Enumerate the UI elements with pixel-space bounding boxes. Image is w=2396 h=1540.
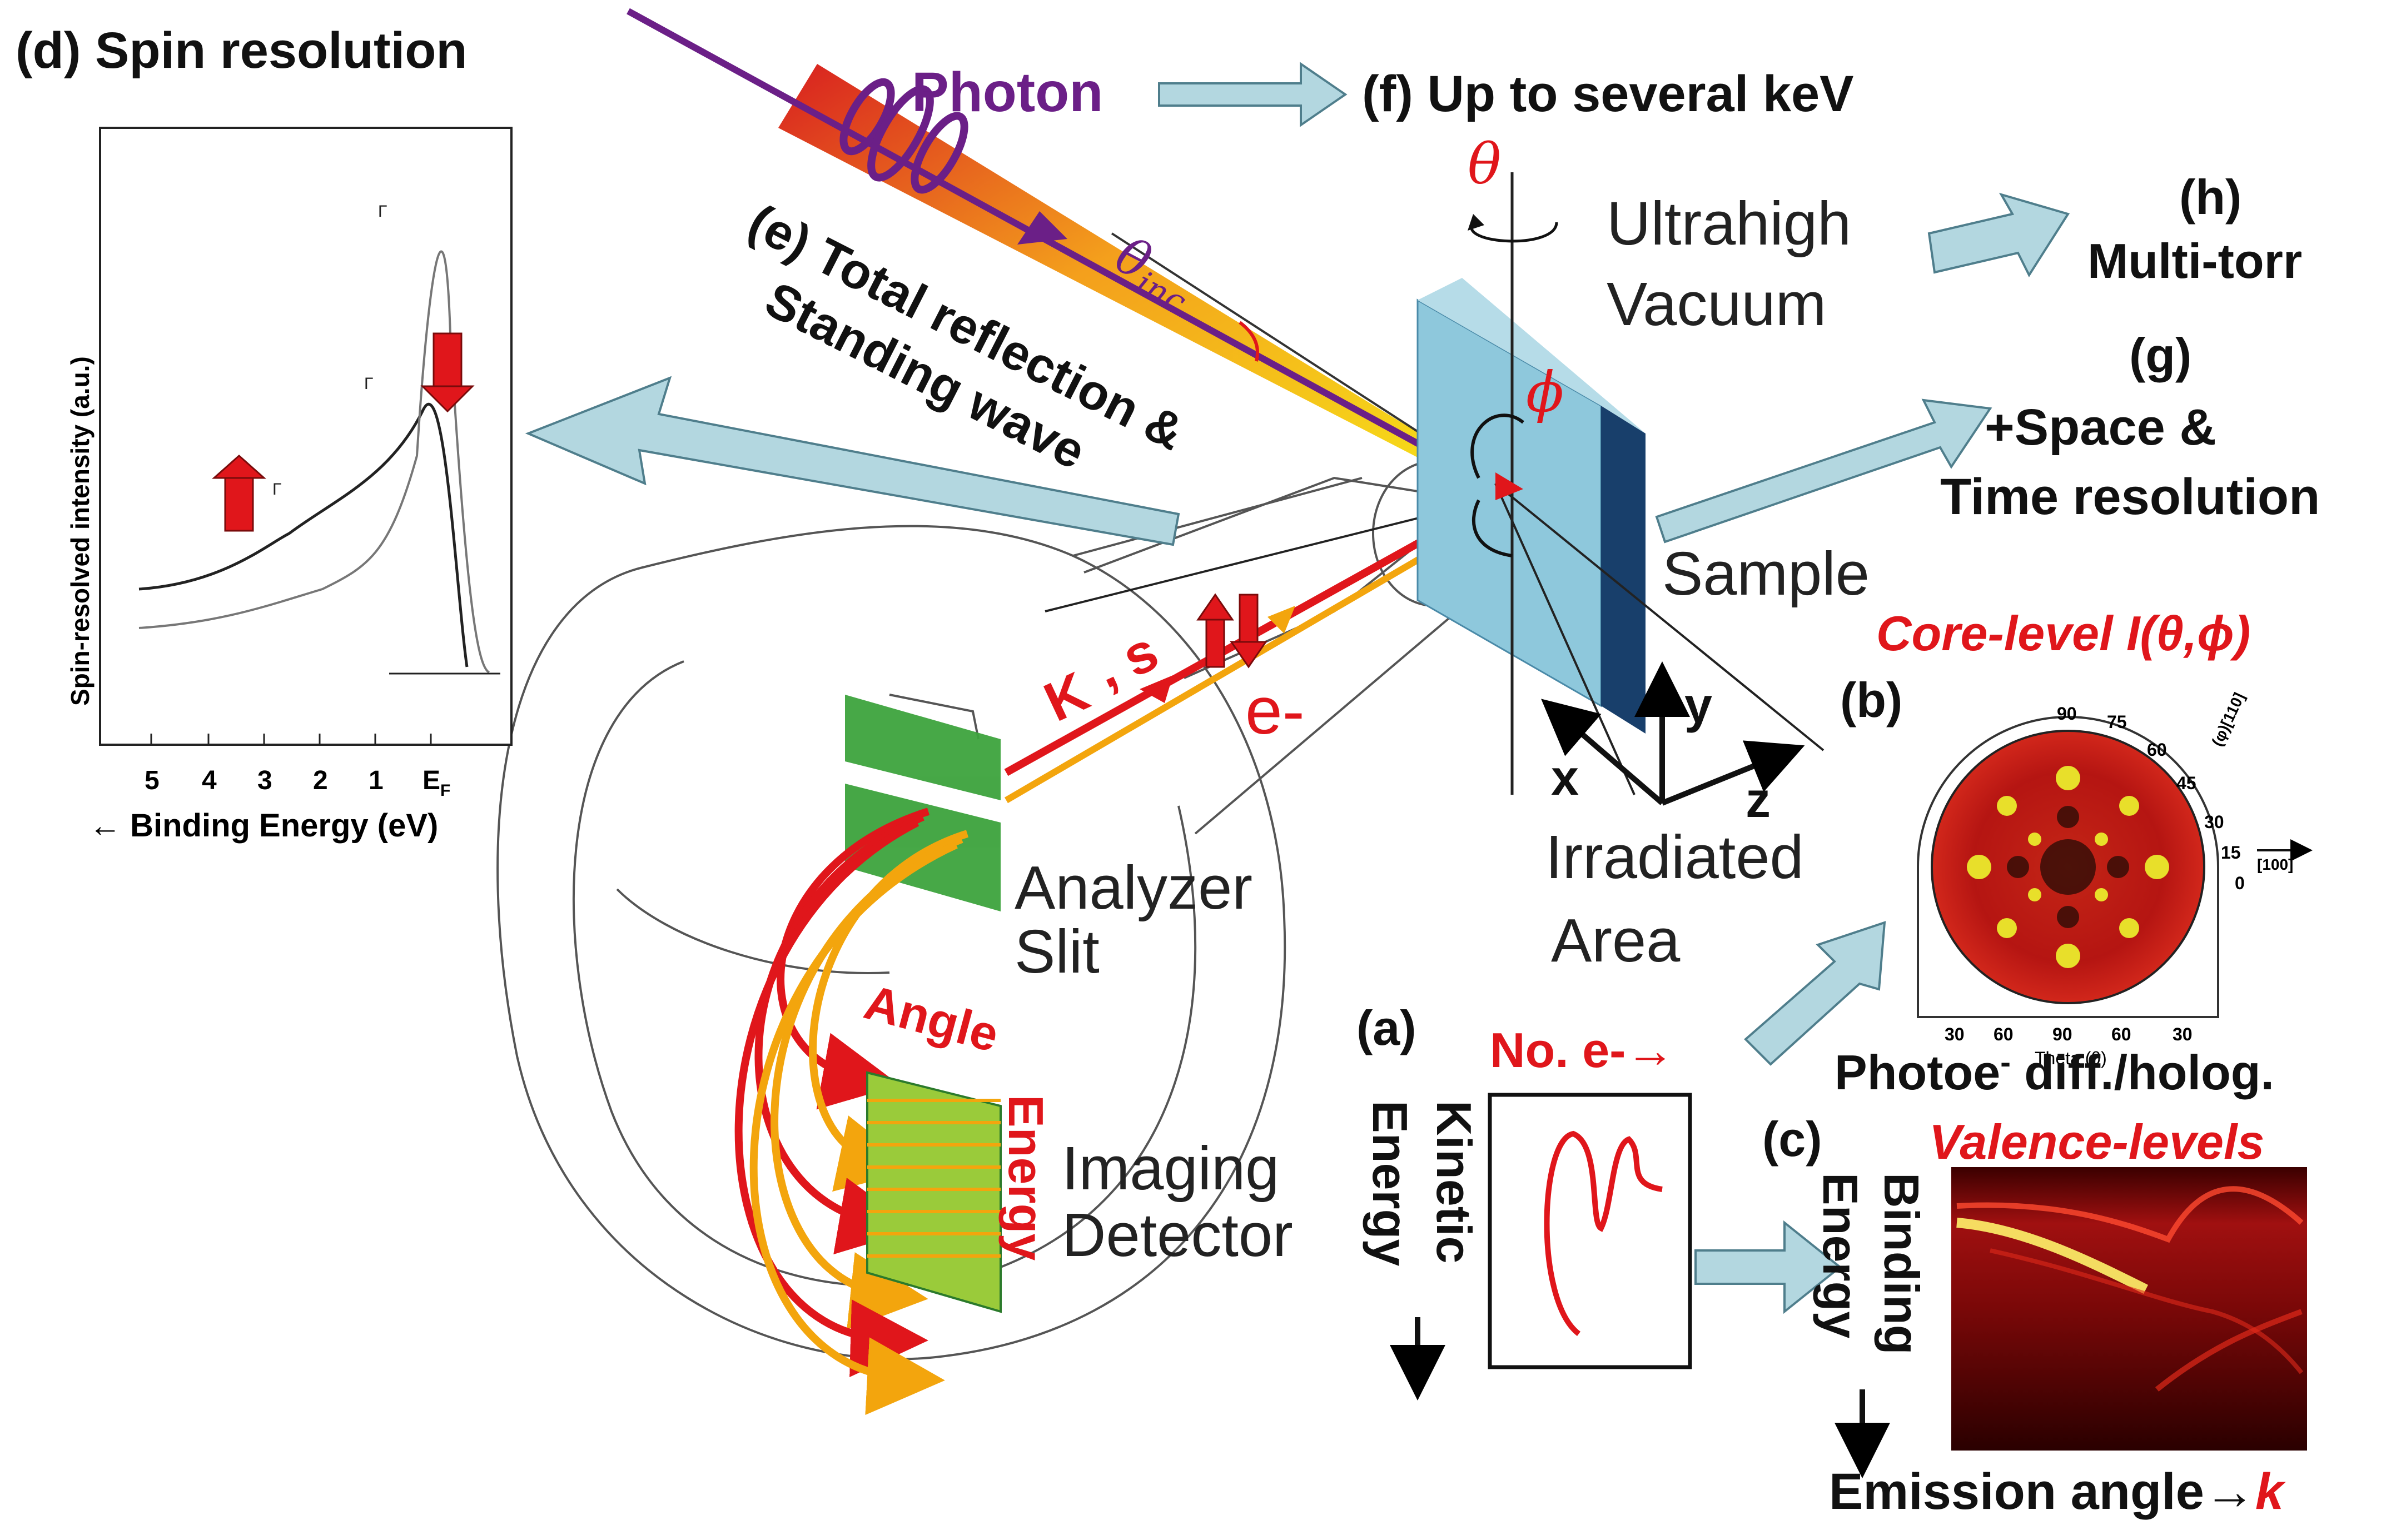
core-level-label: Core-level I(θ,ϕ) — [1876, 606, 2250, 661]
spin-peak-1: Γ — [378, 202, 387, 221]
binding-2: Energy — [1813, 1173, 1868, 1338]
arrow-to-b — [1744, 921, 1886, 1066]
irradiated-2: Area — [1551, 906, 1681, 975]
axis-z-label: z — [1746, 773, 1771, 828]
imaging-2: Detector — [1062, 1201, 1293, 1269]
photon-wave-icon — [839, 78, 968, 194]
polar-dir-100: [100] — [2257, 856, 2293, 873]
photon-label: Photon — [912, 61, 1103, 123]
polar-phi-15: 15 — [2221, 843, 2241, 863]
uhv-label-2: Vacuum — [1607, 270, 1826, 338]
b-label: (b) — [1840, 672, 1902, 727]
analyzer-1: Analyzer — [1015, 854, 1252, 922]
spin-tick-5: 5 — [145, 766, 160, 795]
spin-tick-ef: EF — [422, 766, 450, 800]
polar-theta-60a: 60 — [1994, 1024, 2014, 1044]
valence-label: Valence-levels — [1929, 1114, 2264, 1169]
polar-phi-90: 90 — [2057, 704, 2077, 724]
axes-icon — [1541, 661, 1805, 806]
arrow-to-g — [1655, 398, 1992, 544]
s-vector-label: s — [1113, 620, 1167, 689]
g-label: (g) — [2129, 328, 2191, 383]
h-text: Multi-torr — [2087, 233, 2302, 288]
spin-xlabel: ← Binding Energy (eV) — [89, 808, 438, 844]
g-text-2: Time resolution — [1940, 469, 2320, 525]
spin-plot: 5 4 3 2 1 EF Γ Γ Γ Spin-resolved intensi… — [66, 127, 513, 844]
sample-label: Sample — [1662, 540, 1870, 608]
spin-peak-2: Γ — [364, 375, 374, 393]
uhv-label-1: Ultrahigh — [1607, 190, 1851, 258]
arrow-to-f — [1158, 62, 1348, 127]
spin-arrows-icon — [1196, 593, 1267, 669]
d-spin-label: (d) Spin resolution — [16, 22, 468, 79]
polar-phi-30: 30 — [2204, 812, 2224, 832]
imaging-1: Imaging — [1062, 1134, 1279, 1203]
block-arrows — [525, 62, 2070, 1314]
phi-label: ϕ — [1526, 360, 1564, 425]
f-kev-label: (f) Up to several keV — [1362, 66, 1854, 122]
g-text-1: +Space & — [1985, 399, 2216, 456]
analyzer-slit — [845, 695, 1001, 911]
no-e-label: No. e-→ — [1490, 1023, 1674, 1078]
polar-phi-0: 0 — [2235, 873, 2245, 893]
binding-1: Binding — [1874, 1173, 1929, 1354]
imaging-detector — [866, 1071, 1002, 1313]
kinetic-plot — [1390, 1093, 1692, 1401]
emission-label: Emission angle→k — [1829, 1463, 2286, 1520]
axis-x-label: x — [1551, 750, 1579, 806]
arrow-to-h — [1927, 192, 2070, 278]
spin-tick-3: 3 — [257, 766, 272, 795]
spin-tick-2: 2 — [313, 766, 328, 795]
kinetic-1: Kinetic — [1426, 1100, 1482, 1263]
angle-label: Angle — [859, 974, 1005, 1063]
polar-phi-45: 45 — [2176, 773, 2196, 793]
theta-label: θ — [1468, 132, 1501, 197]
c-label: (c) — [1762, 1112, 1822, 1167]
arrow-to-d — [525, 376, 1180, 546]
valence-image — [1835, 1167, 2307, 1478]
h-label: (h) — [2179, 170, 2241, 225]
polar-phi-75: 75 — [2107, 712, 2127, 732]
e-minus-label: e- — [1245, 674, 1305, 748]
sample-block — [1416, 172, 1825, 795]
polar-theta-60b: 60 — [2111, 1024, 2131, 1044]
analyzer-2: Slit — [1015, 918, 1100, 986]
a-label: (a) — [1356, 1000, 1416, 1055]
polar-plot: 90 75 60 45 30 15 0 (φ)[110] [100] 30 60… — [1917, 690, 2313, 1068]
spin-peak-3: Γ — [272, 480, 282, 499]
irradiated-1: Irradiated — [1545, 823, 1804, 891]
spin-tick-4: 4 — [202, 766, 217, 795]
energy-label: Energy — [998, 1095, 1053, 1260]
axis-y-label: y — [1684, 678, 1712, 734]
spin-ylabel: Spin-resolved intensity (a.u.) — [66, 356, 95, 706]
polar-theta-30b: 30 — [2173, 1024, 2193, 1044]
polar-phi-axis: (φ)[110] — [2208, 690, 2248, 749]
arrow-to-c — [1694, 1220, 1842, 1314]
photoe-label: Photoe- diff./holog. — [1835, 1044, 2274, 1100]
trajectories — [734, 808, 969, 1415]
polar-theta-90: 90 — [2052, 1024, 2072, 1044]
kinetic-2: Energy — [1363, 1100, 1418, 1266]
polar-phi-60: 60 — [2147, 740, 2167, 760]
polar-theta-30a: 30 — [1945, 1024, 1965, 1044]
photon-beam — [627, 8, 1508, 495]
spin-tick-1: 1 — [369, 766, 384, 795]
polar-theta-label: Theta (θ) — [2035, 1048, 2107, 1068]
